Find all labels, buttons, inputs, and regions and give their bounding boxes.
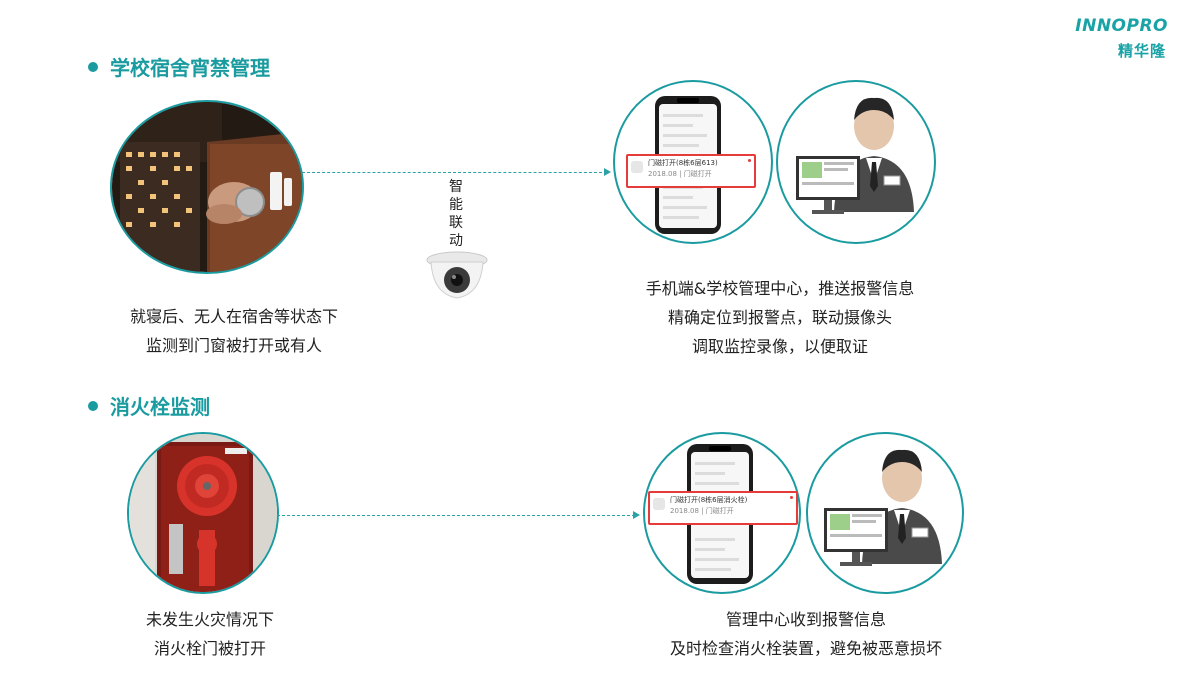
flow-arrow-icon: [633, 511, 640, 519]
manager-at-monitor-icon: [824, 449, 942, 566]
flow-connector-line: [302, 172, 607, 173]
dorm-door-photo: [110, 100, 304, 274]
brand-logo-en: INNOPRO: [1075, 16, 1168, 36]
hydrant-trigger-caption: 未发生火灾情况下 消火栓门被打开: [145, 610, 274, 658]
alert-dot-icon: [790, 496, 793, 499]
manager-at-monitor-icon: [796, 97, 914, 214]
manager-center-circle: [806, 432, 964, 594]
flow-connector-line: [277, 515, 635, 516]
section-title-hydrant: 消火栓监测: [88, 391, 210, 420]
flow-arrow-icon: [604, 168, 611, 176]
phone-alert-card: 门磁打开(8栋6层消火栓) 2018.08 | 门磁打开: [648, 491, 798, 525]
fire-hydrant-illustration: [129, 434, 277, 592]
alert-dot-icon: [748, 159, 751, 162]
bullet-icon: [88, 61, 98, 72]
dorm-response-caption: 手机端&学校管理中心，推送报警信息 精确定位到报警点，联动摄像头 调取监控录像，…: [645, 279, 915, 356]
hydrant-cabinet-photo: [127, 432, 279, 594]
dorm-trigger-caption: 就寝后、无人在宿舍等状态下 监测到门窗被打开或有人: [129, 307, 338, 355]
brand-logo-cn: 精华隆: [1117, 42, 1166, 60]
manager-center-circle: [776, 80, 936, 244]
door-sensor-icon: [631, 161, 643, 173]
hydrant-response-caption: 管理中心收到报警信息 及时检查消火栓装置，避免被恶意损坏: [669, 610, 942, 658]
bullet-icon: [88, 400, 98, 411]
security-camera-icon: [426, 251, 488, 299]
door-sensor-icon: [653, 498, 665, 510]
phone-alert-card: 门磁打开(8栋6层613) 2018.08 | 门磁打开: [626, 154, 756, 188]
smart-linkage-label: 智 能 联 动: [449, 179, 463, 249]
section-title-dorm: 学校宿舍宵禁管理: [88, 52, 270, 81]
dorm-door-illustration: [112, 102, 302, 272]
